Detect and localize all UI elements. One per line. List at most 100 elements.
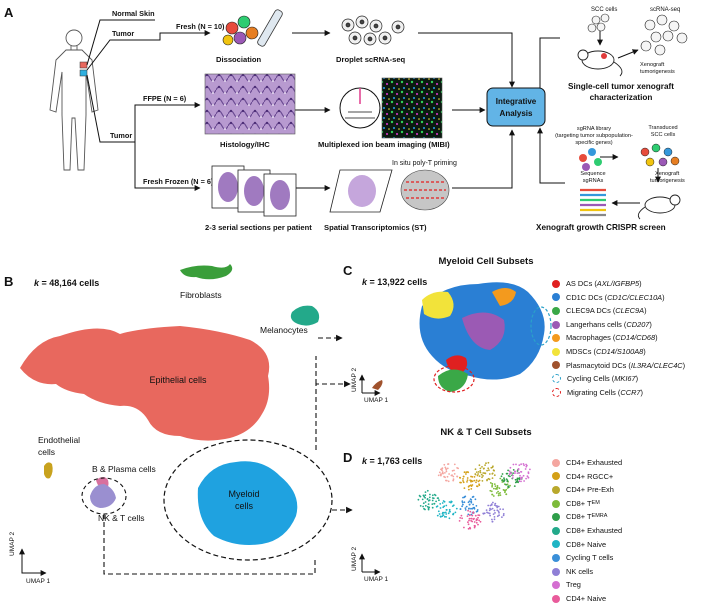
nkt-point <box>495 492 498 494</box>
legend-c-item: AS DCs (AXL/IGFBP5) <box>552 277 685 291</box>
myeloid-outline <box>163 439 333 561</box>
nkt-point <box>492 469 495 472</box>
nkt-point <box>488 478 491 481</box>
mibi-image <box>381 77 443 139</box>
legend-d-name: CD8+ T <box>566 498 592 508</box>
panel-label-d: D <box>343 450 352 465</box>
nkt-point <box>478 475 481 477</box>
nkt-point <box>509 484 511 487</box>
nkt-point <box>445 504 448 507</box>
nkt-point <box>469 484 472 487</box>
nkt-point <box>477 523 479 526</box>
nkt-point <box>469 510 472 513</box>
panel-b-axes <box>19 548 47 576</box>
nkt-point <box>517 468 520 471</box>
nkt-point <box>491 493 494 496</box>
nkt-point <box>491 507 494 510</box>
nkt-point <box>514 470 517 473</box>
nkt-point <box>526 475 529 478</box>
tumor-bottom-label: Tumor <box>110 131 132 140</box>
nkt-point <box>437 474 440 477</box>
nkt-point <box>468 485 471 487</box>
panel-c-umap2: UMAP 2 <box>351 368 358 392</box>
nkt-point <box>438 499 440 502</box>
st-label: Spatial Transcriptomics (ST) <box>324 223 427 232</box>
nkt-point <box>422 505 424 508</box>
nkt-point <box>426 498 429 500</box>
nkt-point <box>520 471 523 473</box>
histology-image <box>204 73 296 135</box>
b-plasma-label: B & Plasma cells <box>92 464 156 474</box>
fibroblasts-label: Fibroblasts <box>180 290 222 300</box>
nkt-point <box>418 494 421 497</box>
nkt-point <box>443 515 446 518</box>
nkt-point <box>496 509 499 512</box>
nkt-point <box>482 512 485 515</box>
panel-b-umap1: UMAP 1 <box>26 578 50 585</box>
sgrna-lib-3: specific genes) <box>575 140 612 146</box>
nkt-point <box>432 497 435 500</box>
panel-b-umap2: UMAP 2 <box>9 532 16 556</box>
nkt-point <box>491 518 493 521</box>
legend-c-gene: CD14/CD68 <box>615 333 656 343</box>
legend-d-swatch <box>552 581 560 590</box>
migrating-outline <box>433 365 475 393</box>
nkt-point <box>493 474 496 477</box>
panel-label-c: C <box>343 263 353 278</box>
legend-c-item: Plasmacytoid DCs (IL3RA/CLEC4C) <box>552 359 685 373</box>
mibi-instrument-icon <box>339 77 443 139</box>
nkt-point <box>424 491 427 493</box>
panel-d-k-letter: k <box>362 456 368 466</box>
nkt-point <box>477 473 479 475</box>
legend-c-gene: IL3RA/CLEC4C <box>630 360 683 370</box>
nkt-point <box>477 471 480 473</box>
nkt-point <box>462 475 465 478</box>
nkt-point <box>480 473 483 476</box>
single-cell-label-1: Single-cell tumor xenograft <box>568 82 674 91</box>
nkt-point <box>441 502 444 504</box>
nkt-point <box>443 500 446 503</box>
nkt-point <box>463 487 466 489</box>
nkt-point <box>433 493 436 496</box>
nkt-point <box>471 480 474 483</box>
legend-c-swatch <box>552 361 560 370</box>
nkt-point <box>461 505 463 508</box>
nkt-point <box>512 472 514 474</box>
nkt-point <box>468 507 470 510</box>
legend-c-name: CD1C DCs ( <box>566 292 608 302</box>
nkt-point <box>475 521 478 524</box>
nkt-point <box>421 498 424 501</box>
nkt-point <box>512 463 515 466</box>
nkt-point <box>501 516 503 518</box>
nkt-point <box>470 517 472 520</box>
nkt-point <box>512 469 515 471</box>
nkt-point <box>424 496 426 499</box>
nkt-point <box>461 501 464 504</box>
nkt-point <box>478 464 481 467</box>
nkt-point <box>508 473 511 476</box>
legend-d-name: CD4+ Pre-Exh <box>566 485 614 495</box>
nkt-point <box>516 477 519 480</box>
nkt-point <box>520 480 522 483</box>
nkt-point <box>437 497 440 499</box>
mouse-icon-bottom <box>637 194 681 220</box>
nkt-point <box>507 485 510 488</box>
nkt-point <box>479 469 482 472</box>
nkt-point <box>491 484 494 487</box>
nkt-point <box>438 471 441 474</box>
nkt-point <box>471 514 474 517</box>
panel-b-k-value: = 48,164 cells <box>39 278 99 288</box>
nkt-point <box>529 468 531 471</box>
nkt-point <box>471 496 474 498</box>
nkt-point <box>496 506 499 509</box>
nkt-point <box>505 483 507 486</box>
nkt-point <box>464 507 467 509</box>
fibroblasts-cluster <box>180 264 233 280</box>
nkt-point <box>499 477 502 480</box>
panel-c-k-letter: k <box>362 277 368 287</box>
nkt-point <box>443 463 446 466</box>
nkt-point <box>462 478 464 480</box>
nkt-point <box>448 473 450 475</box>
nkt-point <box>493 504 496 506</box>
